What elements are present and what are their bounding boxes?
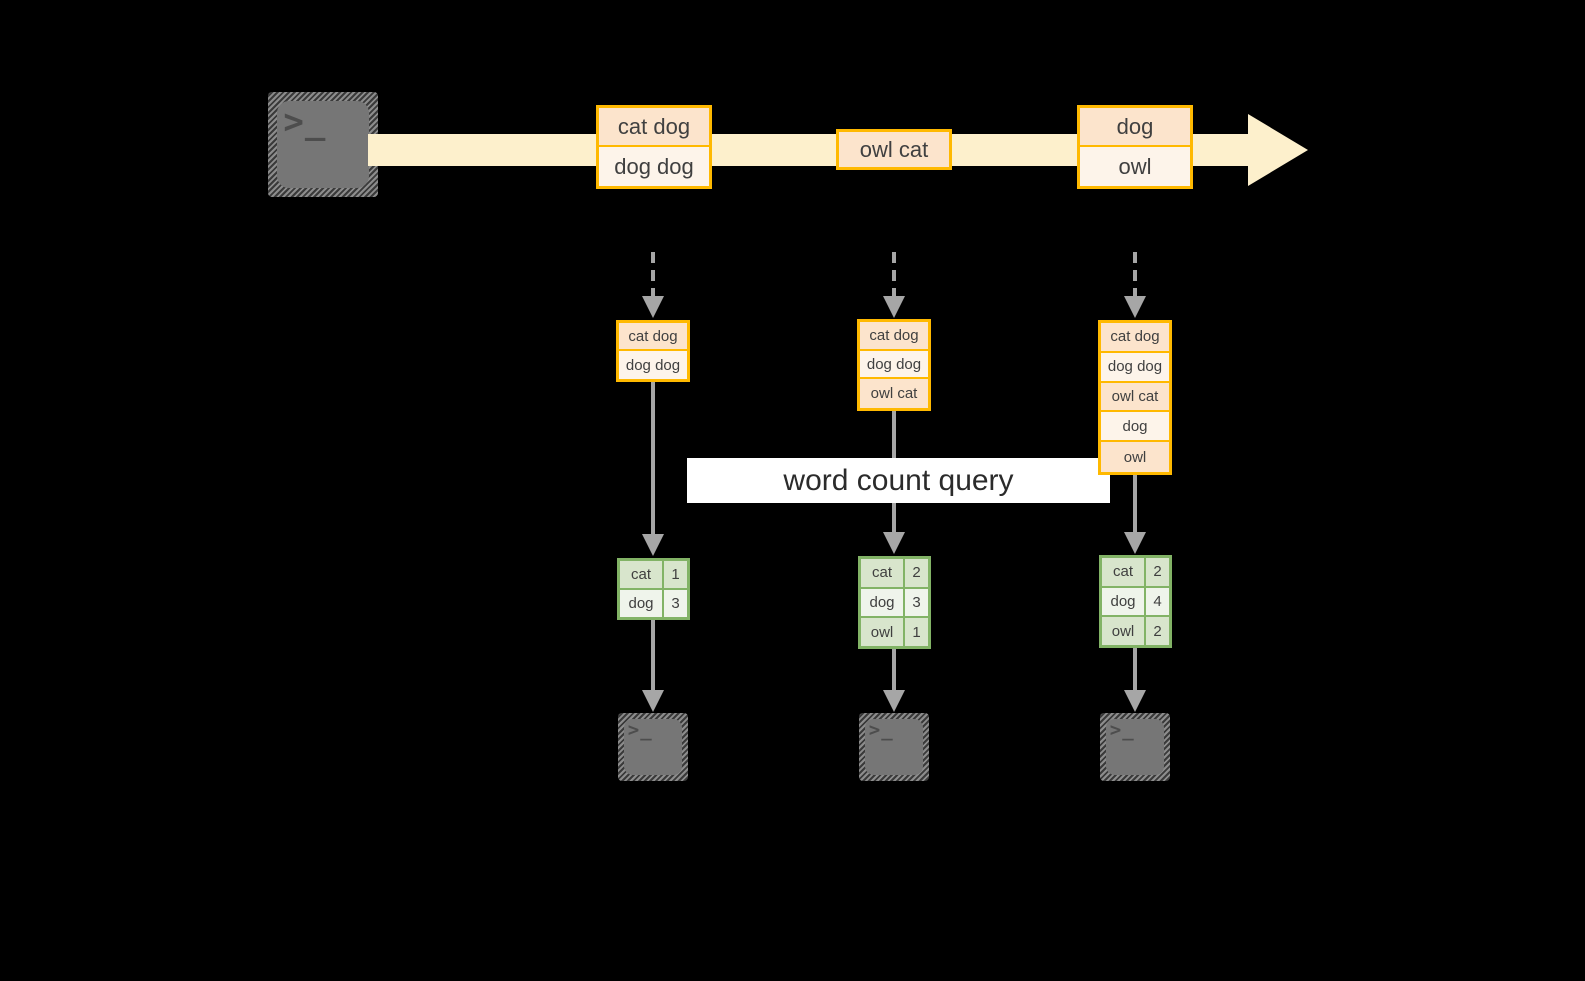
terminal-prompt-glyph: >_ xyxy=(283,101,327,142)
table-cell-word: dog xyxy=(620,590,664,617)
terminal-screen xyxy=(277,101,369,188)
table-row: dog 4 xyxy=(1102,587,1169,618)
result-table-1[interactable]: cat 1 dog 3 xyxy=(617,558,690,620)
terminal-prompt-glyph: >_ xyxy=(1109,719,1135,742)
table-cell-count: 4 xyxy=(1146,587,1169,616)
table-cell-count: 3 xyxy=(664,590,687,617)
table-cell-count: 1 xyxy=(664,561,687,588)
sink-terminal-icon-2[interactable]: >_ xyxy=(859,713,929,781)
source-terminal-icon[interactable]: >_ xyxy=(268,92,378,197)
ingest-arrow-2 xyxy=(879,252,909,320)
sink-terminal-icon-3[interactable]: >_ xyxy=(1100,713,1170,781)
query-label: word count query xyxy=(783,463,1014,497)
table-cell-word: cat xyxy=(620,561,664,588)
accumulated-line: cat dog xyxy=(1101,323,1169,353)
table-row: cat 1 xyxy=(620,561,687,590)
ingest-arrow-3 xyxy=(1120,252,1150,320)
terminal-screen xyxy=(624,719,682,775)
stream-message-line: cat dog xyxy=(599,108,709,147)
stream-message-line: owl xyxy=(1080,147,1190,186)
stream-message[interactable]: owl cat xyxy=(836,129,952,170)
stream-message-line: dog xyxy=(1080,108,1190,147)
table-cell-word: cat xyxy=(861,559,905,587)
table-row: cat 2 xyxy=(861,559,928,589)
stream-message-line: owl cat xyxy=(839,132,949,167)
table-cell-count: 2 xyxy=(1146,617,1169,646)
table-cell-word: dog xyxy=(861,588,905,617)
table-cell-count: 2 xyxy=(1146,558,1169,586)
stream-message-line: dog dog xyxy=(599,147,709,186)
sink-arrow-3 xyxy=(1120,648,1150,714)
table-cell-word: dog xyxy=(1102,587,1146,616)
accumulated-messages-3[interactable]: cat dog dog dog owl cat dog owl xyxy=(1098,320,1172,475)
query-arrow-3 xyxy=(1120,474,1150,556)
stream-message[interactable]: dog owl xyxy=(1077,105,1193,189)
query-label-band: word count query xyxy=(687,458,1110,503)
accumulated-line: owl cat xyxy=(860,379,928,408)
result-table-2[interactable]: cat 2 dog 3 owl 1 xyxy=(858,556,931,649)
sink-arrow-1 xyxy=(638,620,668,714)
table-row: cat 2 xyxy=(1102,558,1169,588)
accumulated-line: cat dog xyxy=(619,323,687,351)
terminal-screen xyxy=(865,719,923,775)
table-cell-count: 2 xyxy=(905,559,928,587)
accumulated-line: dog dog xyxy=(619,351,687,379)
table-cell-count: 1 xyxy=(905,618,928,647)
terminal-prompt-glyph: >_ xyxy=(627,719,653,742)
sink-terminal-icon-1[interactable]: >_ xyxy=(618,713,688,781)
accumulated-line: cat dog xyxy=(860,322,928,351)
accumulated-line: owl xyxy=(1101,442,1169,472)
table-row: dog 3 xyxy=(861,588,928,619)
ingest-arrow-1 xyxy=(638,252,668,320)
table-row: dog 3 xyxy=(620,590,687,617)
query-arrow-1 xyxy=(638,382,668,558)
table-cell-count: 3 xyxy=(905,588,928,617)
result-table-3[interactable]: cat 2 dog 4 owl 2 xyxy=(1099,555,1172,648)
accumulated-line: owl cat xyxy=(1101,382,1169,413)
table-cell-word: owl xyxy=(1102,617,1146,646)
sink-arrow-2 xyxy=(879,649,909,714)
accumulated-messages-1[interactable]: cat dog dog dog xyxy=(616,320,690,382)
table-row: owl 1 xyxy=(861,618,928,647)
accumulated-line: dog dog xyxy=(1101,352,1169,383)
table-cell-word: owl xyxy=(861,618,905,647)
table-cell-word: cat xyxy=(1102,558,1146,586)
table-row: owl 2 xyxy=(1102,617,1169,646)
terminal-prompt-glyph: >_ xyxy=(868,719,894,742)
terminal-screen xyxy=(1106,719,1164,775)
stream-message[interactable]: cat dog dog dog xyxy=(596,105,712,189)
accumulated-line: dog dog xyxy=(860,350,928,380)
accumulated-messages-2[interactable]: cat dog dog dog owl cat xyxy=(857,319,931,411)
accumulated-line: dog xyxy=(1101,412,1169,443)
